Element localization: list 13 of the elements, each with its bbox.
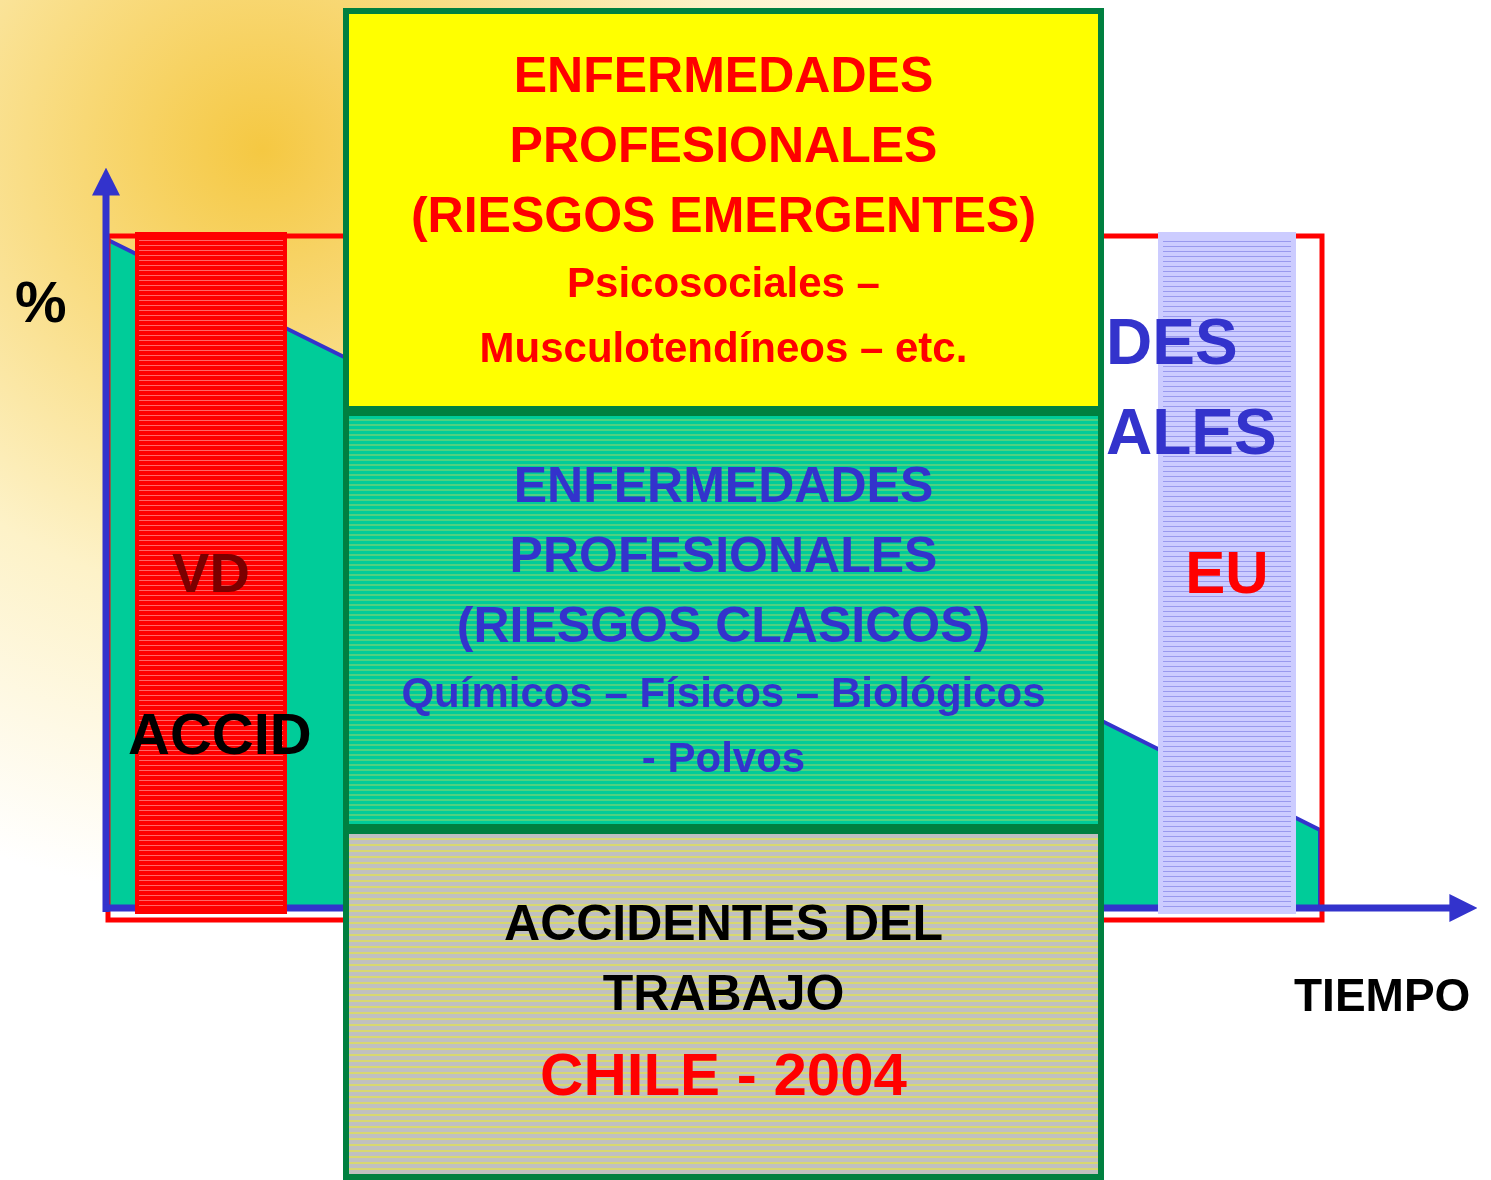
partial-label: DES — [1106, 305, 1238, 379]
panel-text: Químicos – Físicos – Biológicos - Polvos — [400, 667, 1047, 783]
axis-label: % — [15, 268, 67, 335]
panel-text: CHILE - 2004 — [540, 1039, 907, 1110]
panel-text: Psicosociales – Musculotendíneos – etc. — [478, 257, 969, 373]
panel-heading: ENFERMEDADES PROFESIONALES (RIESGOS EMERGENTES) — [409, 45, 1038, 245]
axis-label: TIEMPO — [1294, 968, 1471, 1022]
panel-heading: ENFERMEDADES PROFESIONALES (RIESGOS CLASICOS) — [455, 455, 992, 655]
panel-heading: EU — [1185, 538, 1269, 608]
category-panel — [343, 8, 1104, 412]
panel-heading: ACCIDENTES DEL TRABAJO — [503, 893, 944, 1023]
partial-label: ALES — [1106, 395, 1277, 469]
category-panel — [343, 828, 1104, 1180]
